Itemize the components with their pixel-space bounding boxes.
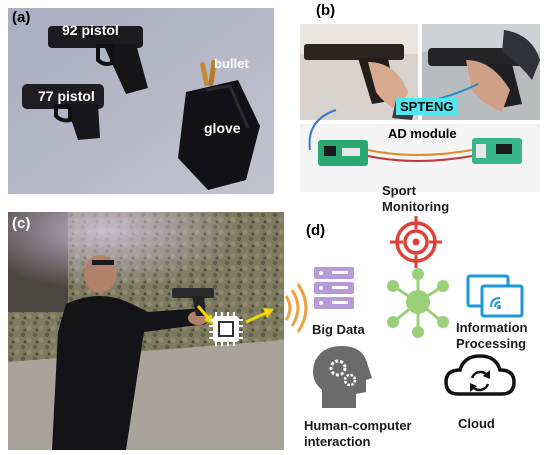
big-data-label: Big Data [312, 322, 365, 337]
pistol-hand-right-image [428, 30, 540, 112]
cloud-sync-icon [444, 354, 516, 396]
chip-overlay [196, 305, 274, 346]
chip-icon [209, 312, 243, 346]
panel-a-photo [8, 8, 274, 194]
panel-b-photo [300, 24, 540, 192]
network-hub-nodes [387, 268, 449, 338]
pistol-92-label: 92 pistol [62, 22, 119, 38]
bullet-label: bullet [214, 56, 249, 71]
information-processing-label-line1: Information [456, 320, 528, 335]
panel-a-label: (a) [12, 9, 31, 26]
panel-d-label: (d) [306, 222, 326, 239]
glove-label: glove [204, 120, 241, 136]
pistol-92-image [48, 26, 148, 94]
panel-a: (a) 92 pistol 77 pistol bullet glove [8, 8, 274, 194]
target-icon [390, 216, 442, 268]
pistol-77-label: 77 pistol [38, 88, 95, 104]
panel-b-label: (b) [316, 2, 336, 19]
bullet-image [199, 60, 217, 87]
ad-module-label: AD module [388, 126, 457, 141]
glove-image [178, 80, 260, 190]
panel-c-label: (c) [12, 215, 31, 232]
yellow-arrow-down-icon [196, 305, 214, 325]
yellow-arrow-right-icon [245, 308, 274, 324]
information-processing-label-line2: Processing [456, 336, 527, 351]
monitor-wifi-icon [466, 274, 524, 318]
pistol-77-image [22, 84, 104, 140]
ad-module-board-right [472, 138, 522, 164]
panel-d: (d) Sport Monitoring [300, 180, 546, 452]
sport-monitoring-label-line2: Monitoring [382, 199, 450, 214]
human-computer-interaction-label-line2: interaction [304, 434, 371, 449]
cloud-label: Cloud [458, 416, 495, 431]
human-computer-interaction-label-line1: Human-computer [304, 418, 412, 433]
panel-c: (c) [8, 212, 284, 450]
ad-module-board-left [318, 140, 368, 166]
panel-b: (b) SPTENG AD module [296, 0, 544, 196]
sport-monitoring-label-line1: Sport [382, 183, 416, 198]
human-gear-head-icon [313, 346, 372, 408]
server-icon [314, 267, 354, 309]
panel-d-icons [313, 216, 524, 408]
spteng-label: SPTENG [396, 98, 458, 115]
